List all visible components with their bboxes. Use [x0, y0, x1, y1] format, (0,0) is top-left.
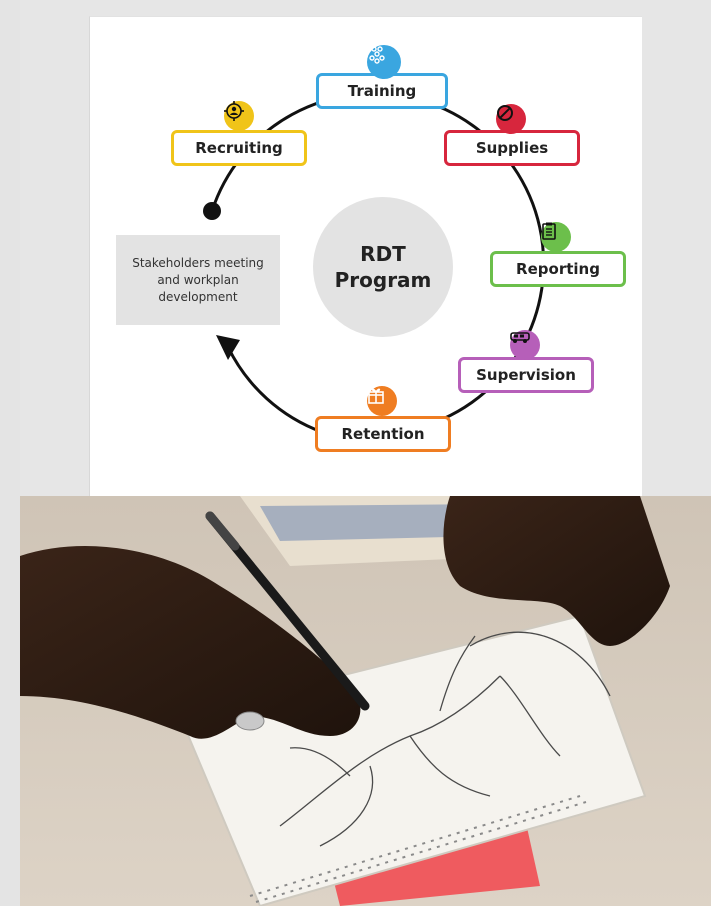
gift-icon	[367, 386, 397, 416]
dots-cluster-icon	[367, 45, 401, 79]
stage-retention-label: Retention	[341, 425, 425, 443]
stage-supervision: Supervision	[458, 357, 594, 393]
clipboard-icon	[541, 222, 571, 252]
prohibited-icon	[496, 104, 526, 134]
vehicle-icon	[510, 330, 540, 360]
stage-training: Training	[316, 73, 448, 109]
stage-training-label: Training	[347, 82, 417, 100]
hands-drawing-map-photo	[20, 496, 711, 906]
center-title-line1: RDT	[360, 242, 406, 266]
stakeholders-note: Stakeholders meeting and workplan develo…	[116, 235, 280, 325]
arrowhead-icon	[216, 335, 240, 360]
start-dot	[203, 202, 221, 220]
stage-recruiting-label: Recruiting	[195, 139, 283, 157]
stage-supplies-label: Supplies	[475, 139, 549, 157]
stage-recruiting: Recruiting	[171, 130, 307, 166]
left-gray-strip	[0, 0, 20, 906]
stage-reporting: Reporting	[490, 251, 626, 287]
cycle-arrows	[203, 92, 546, 436]
target-person-icon	[224, 101, 254, 131]
center-title-line2: Program	[334, 268, 432, 292]
rdt-program-diagram: Training Supplies Reporting Supervision …	[89, 16, 642, 497]
stage-supervision-label: Supervision	[476, 366, 576, 384]
stage-supplies: Supplies	[444, 130, 580, 166]
cycle-arc	[210, 92, 546, 436]
cycle-arc-return	[226, 346, 323, 434]
center-rdt-program: RDT Program	[313, 197, 453, 337]
hands-drawing-map-icon	[20, 496, 711, 906]
stage-retention: Retention	[315, 416, 451, 452]
note-text: Stakeholders meeting and workplan develo…	[132, 255, 264, 304]
stage-reporting-label: Reporting	[516, 260, 600, 278]
